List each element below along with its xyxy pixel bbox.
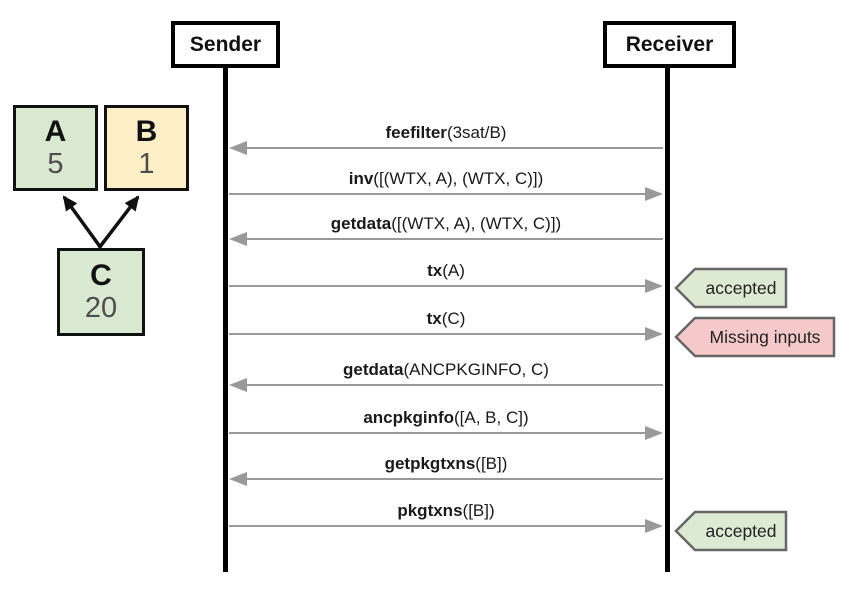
transaction-box-a: A 5 [13,105,98,191]
message-args: ([(WTX, A), (WTX, C)]) [373,169,544,188]
transaction-fee: 1 [138,147,155,180]
sender-lifeline [223,65,228,572]
receiver-lifeline [665,65,670,572]
message-label: getdata(ANCPKGINFO, C) [229,358,663,384]
message-args: ([A, B, C]) [454,408,529,427]
message-args: ([(WTX, A), (WTX, C)]) [391,214,562,233]
arrowhead-right-icon [645,426,663,440]
status-tag-label: accepted [705,278,777,298]
message-args: (3sat/B) [446,123,507,142]
transaction-label: B [135,114,158,148]
transaction-label: C [90,258,112,292]
status-tag-accepted-pkgtxns: accepted [674,510,788,552]
actor-sender: Sender [171,21,280,68]
arrowhead-left-icon [229,378,247,392]
actor-receiver: Receiver [603,21,736,68]
message-label: tx(A) [229,259,663,285]
tag-shape-icon [674,316,836,358]
message-label: feefilter(3sat/B) [229,121,663,147]
transaction-box-b: B 1 [104,105,189,191]
message-label: tx(C) [229,307,663,333]
message-arrow-line [229,333,647,335]
message-feefilter: feefilter(3sat/B) [229,121,663,155]
message-name: getpkgtxns [384,454,476,473]
message-getpkgtxns: getpkgtxns([B]) [229,452,663,486]
arrowhead-right-icon [645,519,663,533]
arrowhead-left-icon [229,232,247,246]
message-arrow-line [229,525,647,527]
actor-receiver-label: Receiver [625,32,714,56]
message-tx-a: tx(A) [229,259,663,293]
message-ancpkginfo: ancpkginfo([A, B, C]) [229,406,663,440]
message-getdata-wtx: getdata([(WTX, A), (WTX, C)]) [229,212,663,246]
message-pkgtxns: pkgtxns([B]) [229,499,663,533]
message-label: ancpkginfo([A, B, C]) [229,406,663,432]
message-args: (A) [442,261,465,280]
message-label: getpkgtxns([B]) [229,452,663,478]
message-label: getdata([(WTX, A), (WTX, C)]) [229,212,663,238]
status-tag-missing-inputs: Missing inputs [674,316,836,358]
message-name: tx [426,309,442,328]
message-name: getdata [343,360,404,379]
arrowhead-right-icon [645,327,663,341]
actor-sender-label: Sender [189,32,262,56]
arrowhead-left-icon [229,472,247,486]
status-tag-label: Missing inputs [709,327,821,347]
message-name: inv [348,169,374,188]
message-args: ([B]) [475,454,508,473]
tag-shape-icon [674,267,788,309]
message-arrow-line [245,238,663,240]
message-arrow-line [245,384,663,386]
message-getdata-ancpkginfo: getdata(ANCPKGINFO, C) [229,358,663,392]
arrowhead-right-icon [645,279,663,293]
transaction-fee: 20 [84,291,118,324]
message-tx-c: tx(C) [229,307,663,341]
transaction-label: A [44,114,67,148]
dependency-arrows-icon [62,195,140,250]
message-arrow-line [245,478,663,480]
message-label: inv([(WTX, A), (WTX, C)]) [229,167,663,193]
message-arrow-line [245,147,663,149]
arrowhead-left-icon [229,141,247,155]
message-inv: inv([(WTX, A), (WTX, C)]) [229,167,663,201]
message-args: (C) [441,309,466,328]
message-arrow-line [229,193,647,195]
status-tag-label: accepted [705,521,777,541]
arrowhead-right-icon [645,187,663,201]
message-args: (ANCPKGINFO, C) [403,360,549,379]
message-args: ([B]) [462,501,495,520]
message-arrow-line [229,432,647,434]
message-name: ancpkginfo [363,408,455,427]
message-name: feefilter [385,123,447,142]
message-arrow-line [229,285,647,287]
status-tag-accepted-tx-a: accepted [674,267,788,309]
message-label: pkgtxns([B]) [229,499,663,525]
transaction-fee: 5 [47,147,64,180]
message-name: pkgtxns [397,501,463,520]
message-name: getdata [330,214,392,233]
tag-shape-icon [674,510,788,552]
transaction-box-c: C 20 [57,248,145,336]
message-name: tx [427,261,443,280]
